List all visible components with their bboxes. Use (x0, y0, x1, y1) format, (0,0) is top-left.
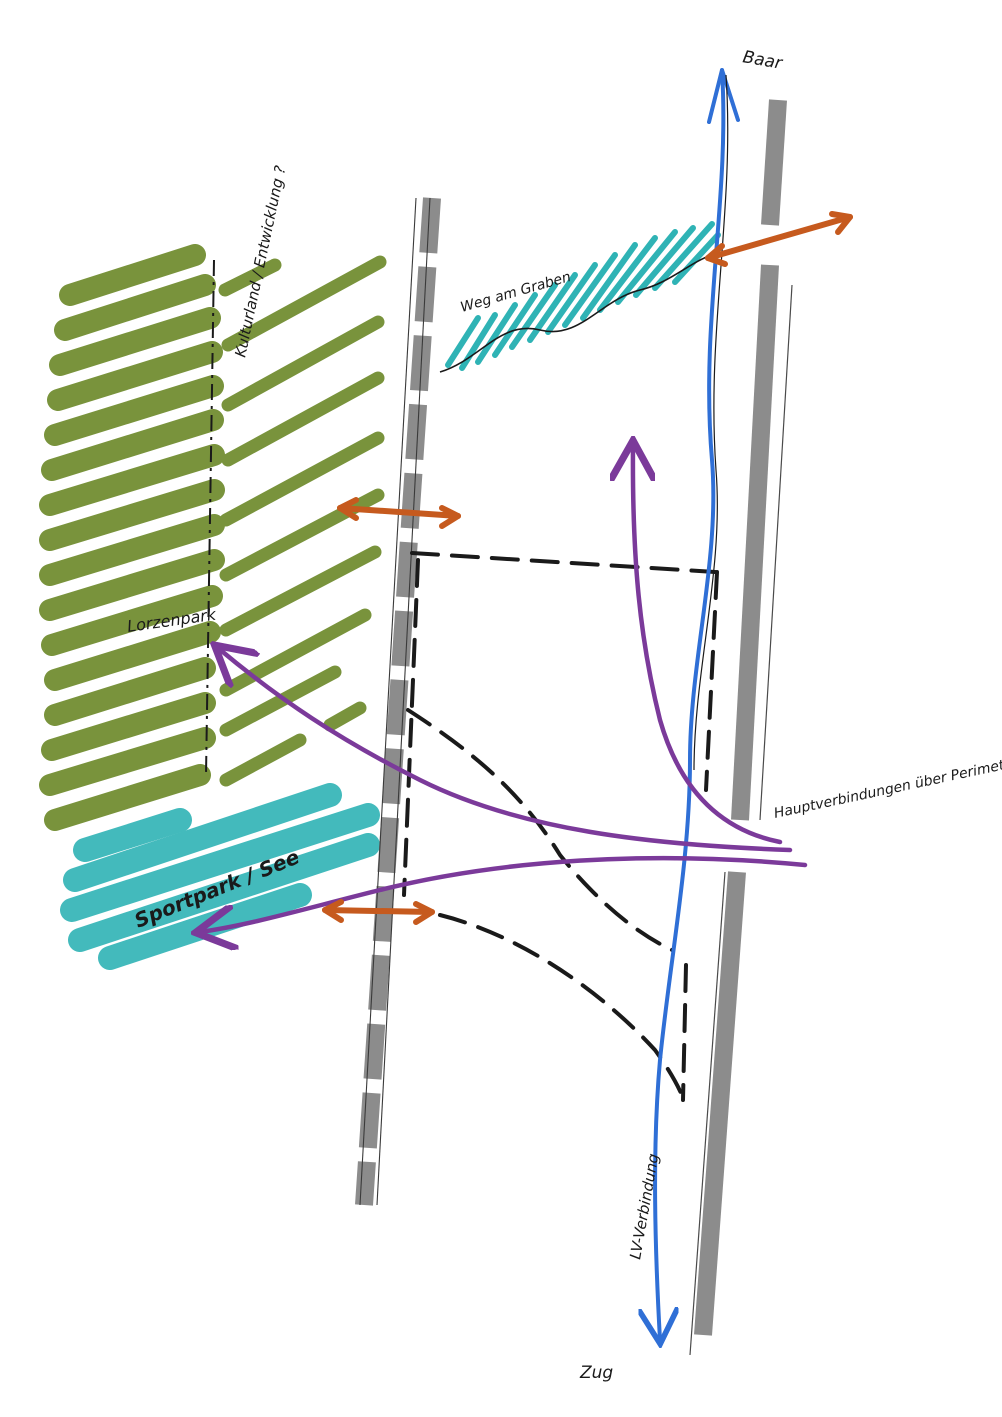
lv-route (655, 68, 740, 1340)
dashed-perimeter (402, 551, 719, 1102)
label-north: Baar (741, 47, 784, 74)
main-connection-routes (200, 445, 808, 932)
railway-corridor (355, 197, 441, 1206)
teal-ditch-area (445, 221, 721, 371)
boundary-line (205, 259, 215, 776)
main-road (689, 99, 793, 1356)
label-main-connections: Hauptverbindungen über Perimeter (773, 754, 1002, 822)
ditch-path-line (439, 254, 713, 373)
green-landscape-area (39, 244, 387, 831)
crossing-arrows (322, 211, 853, 925)
label-south: Zug (579, 1363, 613, 1383)
